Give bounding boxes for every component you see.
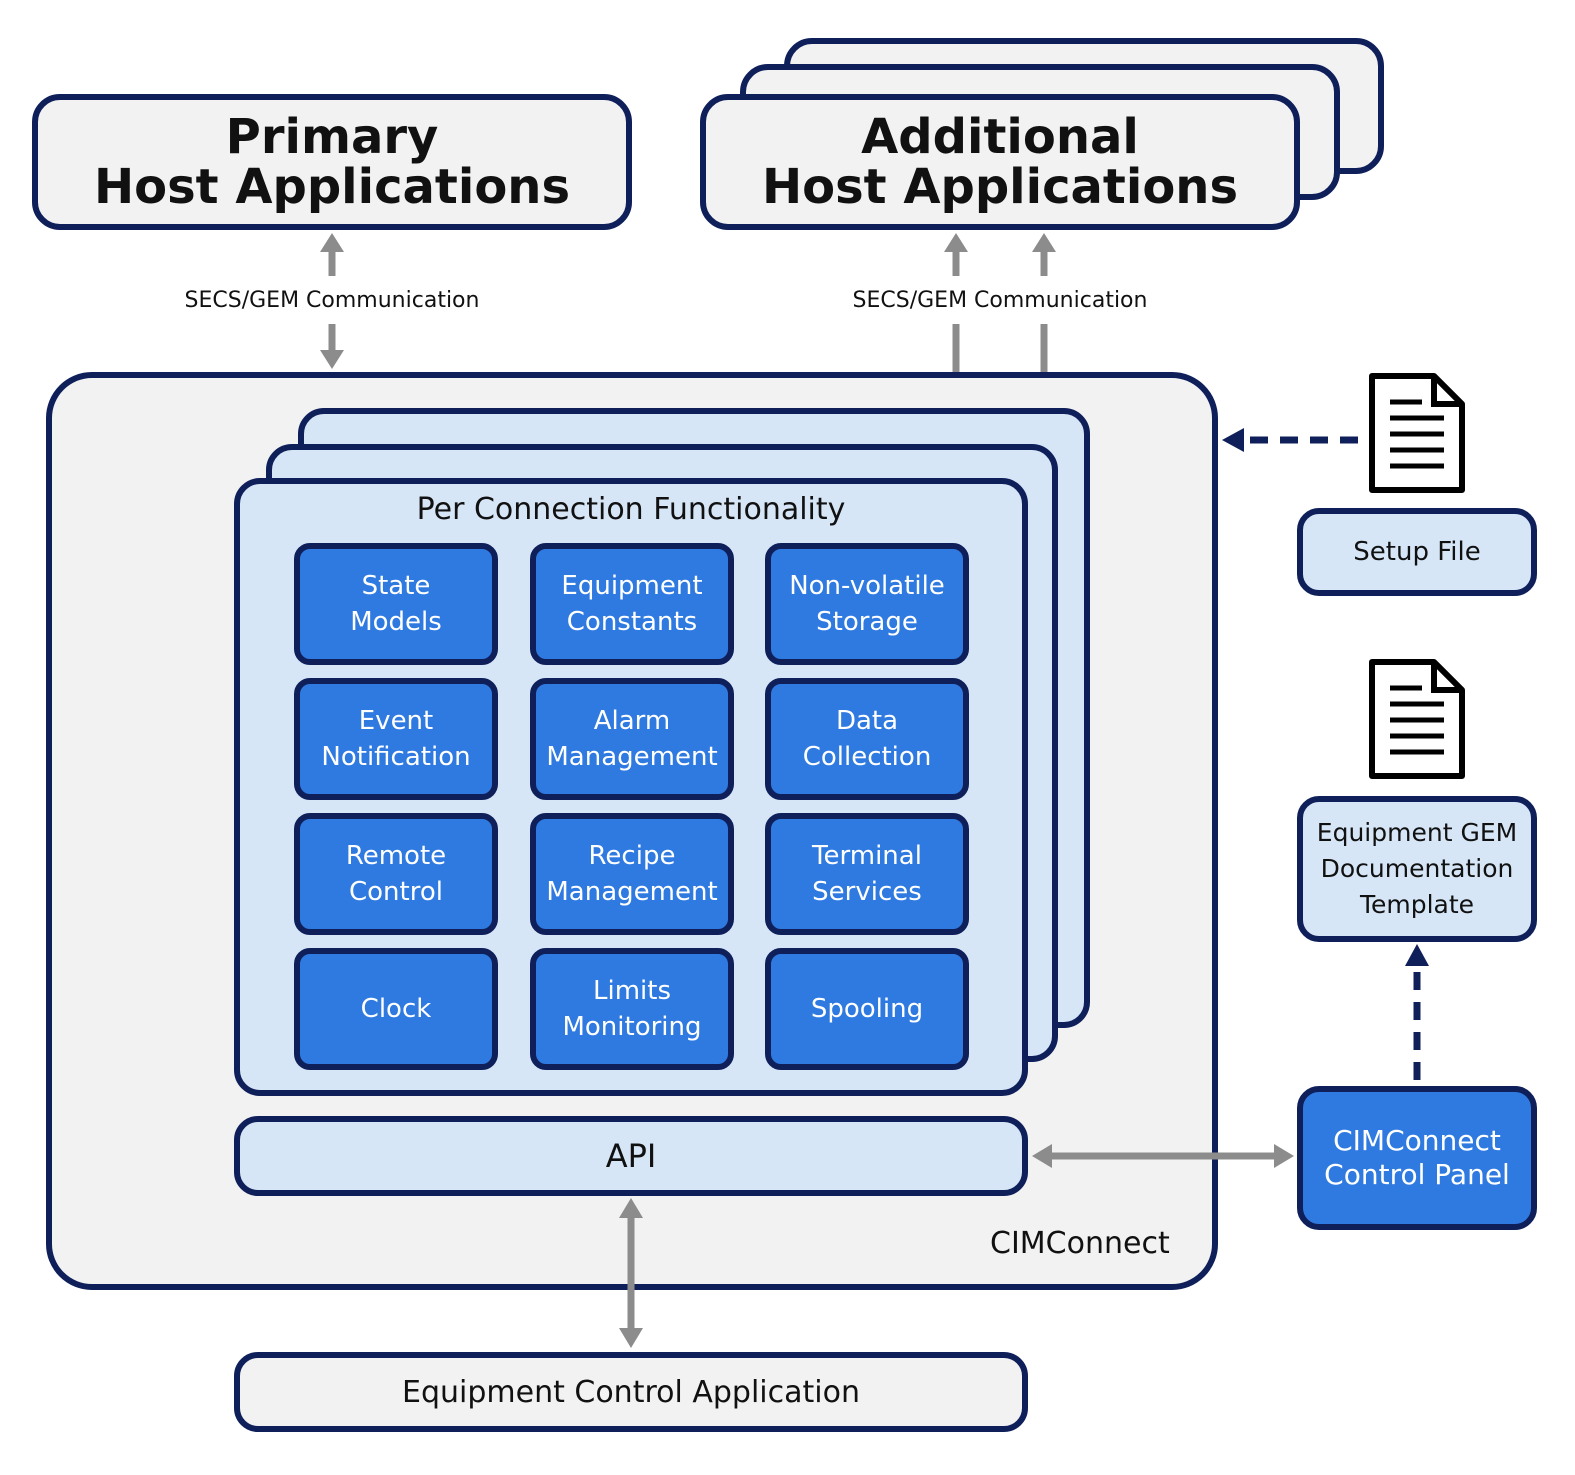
function-tile: State Models (294, 543, 498, 665)
comm-label-right: SECS/GEM Communication (852, 288, 1148, 313)
function-tile: Limits Monitoring (530, 948, 734, 1070)
api-equipment-arrow (619, 1198, 643, 1348)
gem-template-label: Equipment GEM Documentation Template (1316, 818, 1518, 919)
function-tile: Non-volatile Storage (765, 543, 969, 665)
control-panel-label: CIMConnect Control Panel (1324, 1124, 1510, 1191)
setup-file-dashed-arrow (1222, 428, 1358, 452)
cimconnect-label: CIMConnect (990, 1226, 1170, 1261)
function-tile: Recipe Management (530, 813, 734, 935)
secs-arrow-right-2 (1032, 233, 1056, 372)
api-control-panel-arrow (1032, 1144, 1294, 1168)
primary-host-applications-box: Primary Host Applications (32, 94, 632, 230)
per-connection-title: Per Connection Functionality (416, 492, 846, 527)
additional-host-line2: Host Applications (761, 159, 1239, 215)
additional-host-applications-box: Additional Host Applications (700, 94, 1300, 230)
control-panel-dashed-arrow (1405, 944, 1429, 1080)
equipment-control-application-label: Equipment Control Application (402, 1374, 860, 1410)
equipment-control-application-box: Equipment Control Application (234, 1352, 1028, 1432)
secs-arrow-left (320, 233, 344, 369)
comm-label-left: SECS/GEM Communication (184, 288, 480, 313)
secs-arrow-right-1 (944, 233, 968, 372)
function-tile: Terminal Services (765, 813, 969, 935)
primary-host-line1: Primary (225, 109, 439, 165)
api-box: API (234, 1116, 1028, 1196)
function-tile: Remote Control (294, 813, 498, 935)
function-tile: Alarm Management (530, 678, 734, 800)
api-label: API (605, 1137, 657, 1175)
function-tile: Data Collection (765, 678, 969, 800)
function-tile: Equipment Constants (530, 543, 734, 665)
control-panel-box: CIMConnect Control Panel (1297, 1086, 1537, 1230)
additional-host-line1: Additional (861, 109, 1139, 165)
primary-host-line2: Host Applications (93, 159, 571, 215)
setup-file-box: Setup File (1297, 508, 1537, 596)
gem-template-box: Equipment GEM Documentation Template (1297, 796, 1537, 942)
setup-file-label: Setup File (1353, 537, 1481, 567)
setup-file-document-icon (1369, 373, 1465, 493)
gem-template-document-icon (1369, 659, 1465, 779)
function-tile: Spooling (765, 948, 969, 1070)
function-tile: Event Notification (294, 678, 498, 800)
function-tile: Clock (294, 948, 498, 1070)
